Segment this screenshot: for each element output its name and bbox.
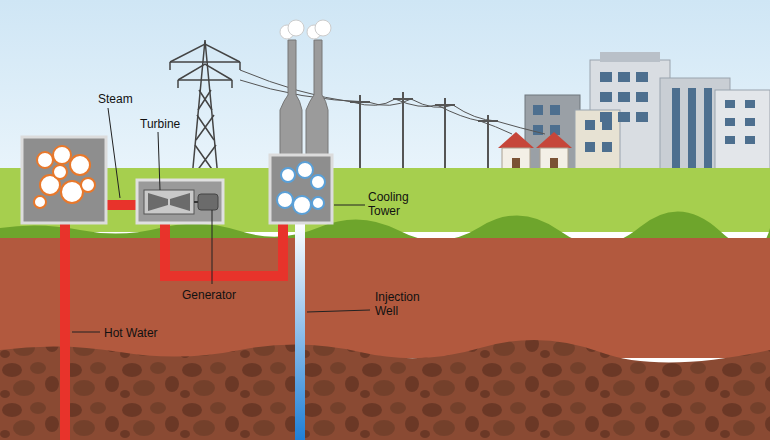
part-label: Injection Well xyxy=(375,290,435,318)
part-label: Generator xyxy=(182,288,262,302)
part-label: Cooling Tower xyxy=(368,190,423,218)
part-label: Steam xyxy=(98,92,158,106)
part-label: Turbine xyxy=(140,117,200,131)
part-label: Hot Water xyxy=(104,326,184,340)
